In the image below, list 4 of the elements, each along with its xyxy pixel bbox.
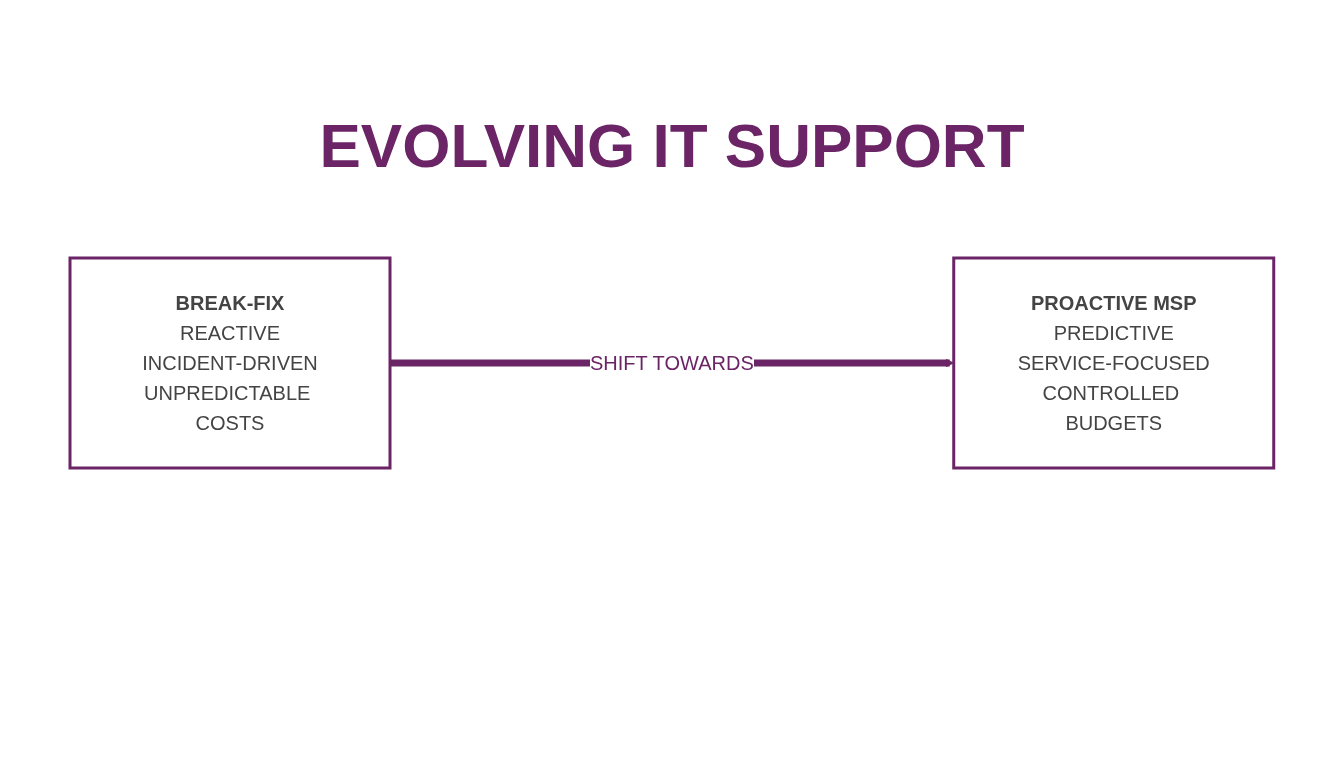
node-box: PROACTIVE MSP PREDICTIVE SERVICE-FOCUSED CONTROLLED BUDGETS (952, 256, 1276, 470)
node-box: BREAK-FIX REACTIVE INCIDENT-DRIVEN UNPREDICTABLE COSTS (68, 256, 392, 470)
title: EVOLVING IT SUPPORT (318, 110, 1026, 181)
edge-label: SHIFT TOWARDS (590, 352, 754, 374)
